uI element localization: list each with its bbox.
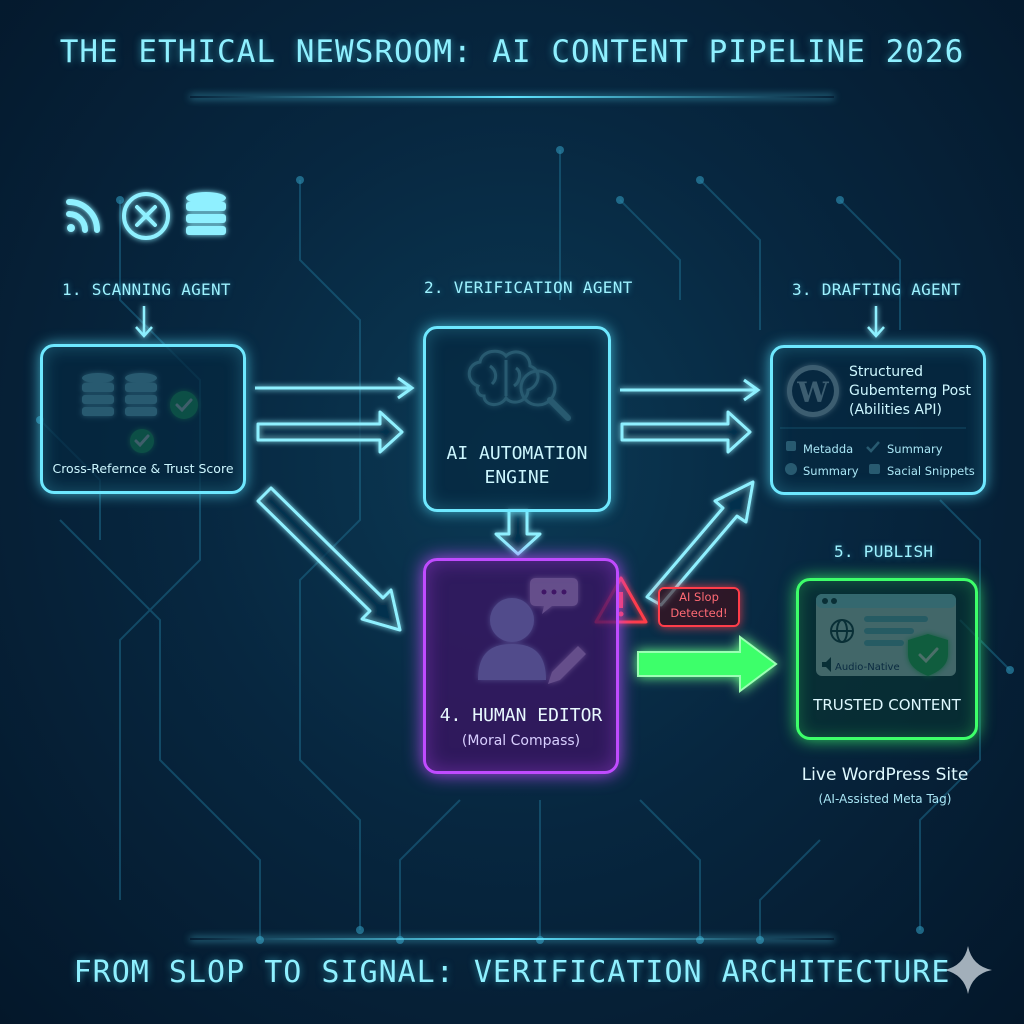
circle-x-icon [122, 192, 170, 240]
block-arrow-verify-to-draft [620, 410, 752, 454]
post-title-line2: Gubemterng Post [849, 383, 971, 399]
block-arrow-scan-to-editor [256, 486, 402, 632]
verification-agent-box: AI AUTOMATION ENGINE [423, 326, 611, 512]
meta-tag-label: (AI-Assisted Meta Tag) [818, 792, 952, 806]
alert-line1: AI Slop [679, 590, 719, 604]
live-site-label: Live WordPress Site [801, 765, 969, 785]
footer-title: FROM SLOP TO SIGNAL: VERIFICATION ARCHIT… [73, 955, 951, 990]
scanning-agent-label: 1. SCANNING AGENT [62, 280, 231, 299]
human-editor-box: 4. HUMAN EDITOR (Moral Compass) [423, 558, 619, 774]
footer-divider [190, 938, 834, 940]
rss-icon [66, 199, 100, 233]
flow-arrow-verify-to-draft [620, 378, 761, 402]
post-title-line3: (Abilities API) [849, 402, 942, 418]
publish-arrow [637, 635, 778, 693]
drafting-item-summary-2: Summary [803, 464, 859, 478]
drafting-agent-box: Structured Gubemterng Post (Abilities AP… [770, 345, 986, 495]
publish-box: Audio-Native TRUSTED CONTENT [796, 578, 978, 740]
drafting-item-metadata: Metadda [803, 442, 854, 456]
ai-slop-alert: AI Slop Detected! [658, 587, 740, 627]
title-divider [190, 96, 834, 98]
block-arrow-verify-to-editor [494, 508, 542, 556]
scanning-caption: Cross-Refernce & Trust Score [52, 461, 234, 476]
engine-title-line1: AI AUTOMATION [446, 443, 588, 464]
audio-native-badge: Audio-Native [835, 662, 900, 673]
block-arrow-scan-to-verify [256, 410, 404, 454]
drafting-item-summary: Summary [887, 442, 943, 456]
stage-down-arrows [135, 306, 885, 338]
verification-agent-label: 2. VERIFICATION AGENT [424, 278, 633, 297]
human-editor-title: 4. HUMAN EDITOR [439, 705, 603, 726]
flow-arrow-scan-to-verify [255, 376, 415, 400]
drafting-item-social-snippets: Sacial Snippets [887, 464, 975, 478]
trusted-content-label: TRUSTED CONTENT [813, 696, 961, 714]
post-title-line1: Structured [849, 364, 924, 380]
human-editor-subtitle: (Moral Compass) [461, 733, 581, 749]
sparkle-icon [944, 946, 992, 994]
scanning-agent-box: Cross-Refernce & Trust Score [40, 344, 246, 494]
publish-label: 5. PUBLISH [834, 542, 934, 561]
database-icon [186, 192, 226, 235]
block-arrows [256, 410, 755, 632]
page-title: THE ETHICAL NEWSROOM: AI CONTENT PIPELIN… [59, 34, 965, 70]
engine-title-line2: ENGINE [484, 467, 550, 488]
drafting-agent-label: 3. DRAFTING AGENT [792, 280, 961, 299]
alert-line2: Detected! [670, 606, 728, 620]
